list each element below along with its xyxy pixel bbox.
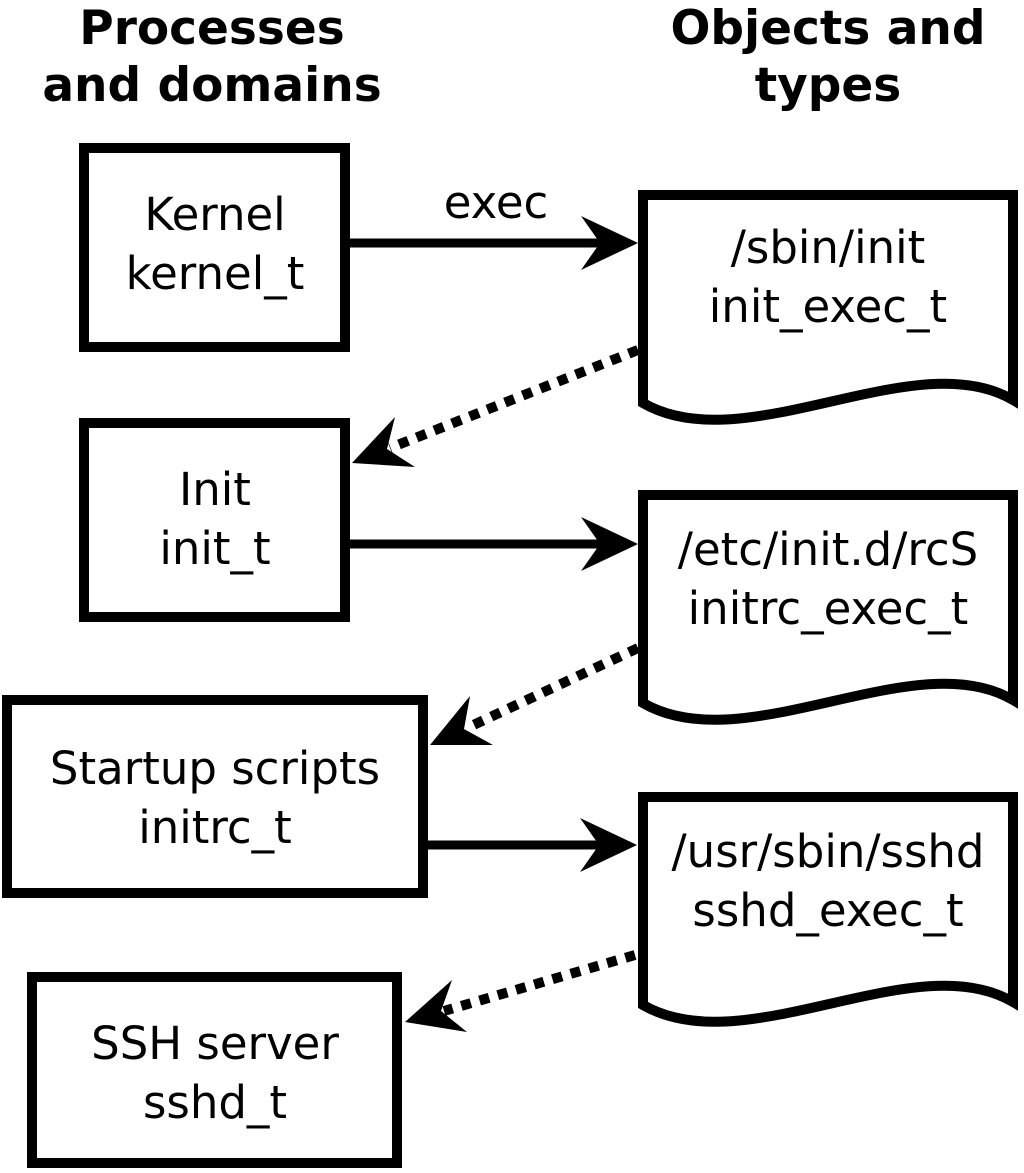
transition-arrow-line — [388, 345, 640, 453]
exec-label: exec — [444, 176, 549, 229]
process-box — [2, 695, 428, 898]
process-domain: initrc_t — [138, 801, 292, 854]
object-node-usr-sbin-sshd: /usr/sbin/sshd sshd_exec_t — [638, 792, 1018, 1027]
object-type: sshd_exec_t — [692, 884, 963, 937]
process-node-init: Init init_t — [79, 418, 350, 622]
arrowhead-icon — [405, 980, 467, 1032]
exec-arrow-initrc-to-sshd — [428, 818, 637, 872]
object-path: /etc/init.d/rcS — [678, 523, 978, 576]
process-label: Init — [179, 463, 251, 516]
process-node-startup-scripts: Startup scripts initrc_t — [2, 695, 428, 898]
process-domain: kernel_t — [126, 247, 305, 300]
header-processes-line2: and domains — [42, 58, 381, 113]
header-objects-line2: types — [755, 58, 902, 113]
process-box — [27, 972, 402, 1168]
process-label: Startup scripts — [50, 742, 380, 795]
transition-arrow-line — [442, 950, 637, 1016]
object-path: /sbin/init — [731, 221, 926, 274]
arrowhead-icon — [352, 417, 415, 467]
arrowhead-icon — [581, 216, 638, 270]
exec-arrow-kernel-to-sbin-init: exec — [350, 176, 638, 270]
process-domain: init_t — [159, 522, 270, 575]
process-node-ssh-server: SSH server sshd_t — [27, 972, 402, 1168]
process-label: SSH server — [91, 1017, 339, 1070]
header-processes-line1: Processes — [79, 1, 344, 56]
process-label: Kernel — [144, 188, 285, 241]
transition-arrow-sshd-exec-to-sshd — [405, 950, 637, 1032]
process-domain: sshd_t — [143, 1076, 287, 1129]
document-shape — [638, 190, 1018, 425]
process-node-kernel: Kernel kernel_t — [79, 143, 350, 352]
arrowhead-icon — [580, 818, 637, 872]
process-box — [79, 143, 350, 352]
transition-arrow-rcs-to-initrc — [430, 643, 641, 745]
object-type: init_exec_t — [709, 280, 947, 333]
object-type: initrc_exec_t — [688, 582, 969, 635]
arrowhead-icon — [581, 517, 638, 571]
object-path: /usr/sbin/sshd — [672, 825, 985, 878]
column-header-processes: Processes and domains — [42, 1, 381, 113]
transition-arrow-line — [464, 643, 641, 733]
document-shape — [638, 490, 1018, 725]
object-node-sbin-init: /sbin/init init_exec_t — [638, 190, 1018, 425]
document-shape — [638, 792, 1018, 1027]
exec-arrow-init-to-rcs — [350, 517, 638, 571]
process-box — [79, 418, 350, 622]
object-node-etc-initd-rcs: /etc/init.d/rcS initrc_exec_t — [638, 490, 1018, 725]
header-objects-line1: Objects and — [670, 1, 985, 56]
column-header-objects: Objects and types — [670, 1, 985, 113]
transition-arrow-sbin-init-to-init — [352, 345, 640, 467]
arrowhead-icon — [430, 696, 493, 745]
